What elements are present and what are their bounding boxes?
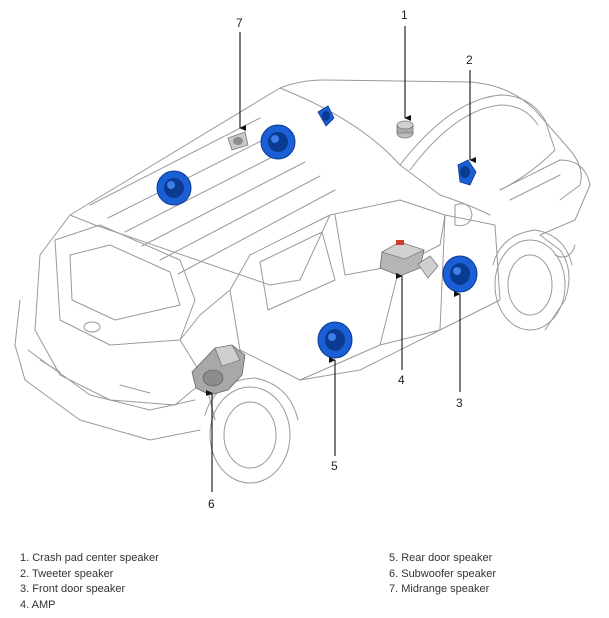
callout-7: 7 [236,16,243,30]
tweeter-speaker-left [317,105,335,127]
callout-1: 1 [401,8,408,22]
legend-left: 1. Crash pad center speaker 2. Tweeter s… [20,551,159,613]
front-door-bracket [417,255,439,279]
legend-item: 3. Front door speaker [20,583,126,595]
rear-deck-speaker-right [260,124,296,160]
legend-item: 2. Tweeter speaker [20,567,114,580]
rear-deck-speaker-left [156,170,192,206]
crash-pad-center-speaker [396,120,414,139]
callout-5: 5 [331,459,338,473]
callout-2: 2 [466,53,473,67]
legend-right: 5. Rear door speaker 6. Subwoofer speake… [389,551,496,598]
callout-4: 4 [398,373,405,387]
legend-item: 1. Crash pad center speaker [20,552,159,564]
callout-3: 3 [456,396,463,410]
subwoofer-speaker [191,344,246,396]
leader-lines [205,26,477,492]
tweeter-speaker [457,159,477,186]
vehicle-outline [14,79,591,484]
legend-item: 6. Subwoofer speaker [389,567,497,580]
callout-6: 6 [208,497,215,511]
midrange-speaker [227,131,249,151]
legend-item: 4. AMP [20,598,56,611]
rear-door-speaker [317,321,353,359]
front-door-speaker [442,255,478,293]
legend-item: 7. Midrange speaker [389,583,490,595]
legend-item: 5. Rear door speaker [389,552,493,564]
amp [379,240,425,277]
speaker-location-diagram [14,26,591,492]
